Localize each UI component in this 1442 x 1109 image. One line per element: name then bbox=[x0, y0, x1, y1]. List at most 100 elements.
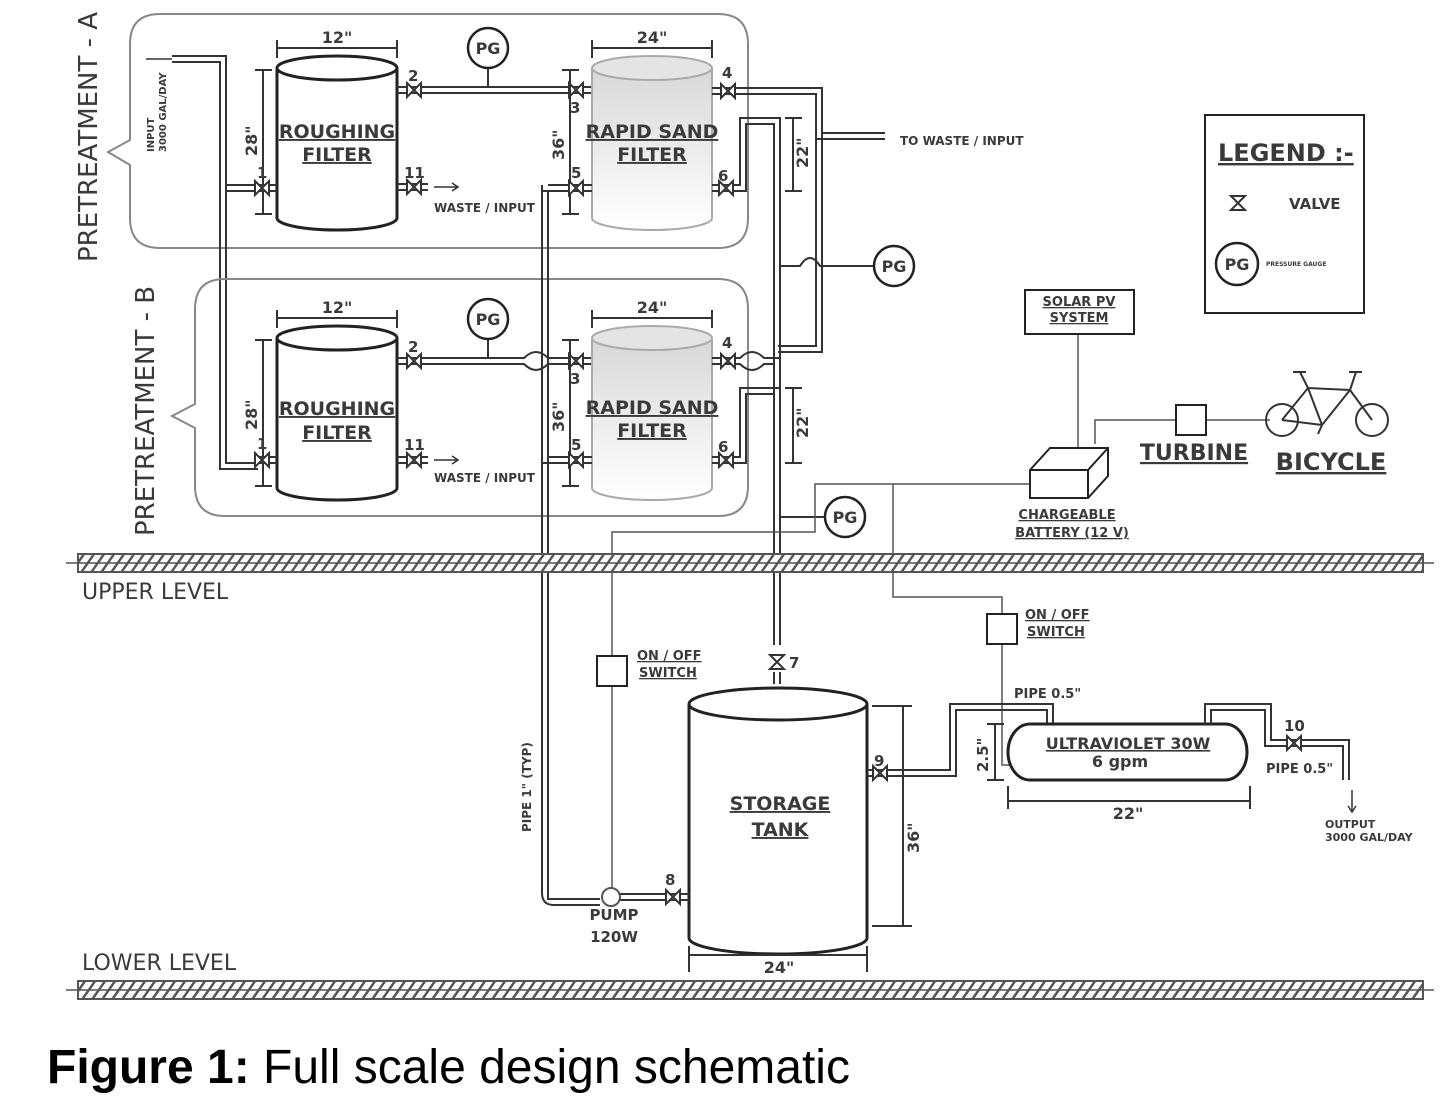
pressure-gauge-lower: PG bbox=[780, 495, 867, 539]
svg-text:11: 11 bbox=[404, 436, 425, 454]
svg-text:24": 24" bbox=[637, 298, 668, 317]
figure-caption: Figure 1: Full scale design schematic bbox=[47, 1040, 850, 1095]
svg-text:22": 22" bbox=[793, 407, 812, 438]
pump-riser-pipe bbox=[541, 185, 600, 906]
pretreatment-b-label: PRETREATMENT - B bbox=[131, 286, 161, 536]
svg-text:PIPE 0.5": PIPE 0.5" bbox=[1014, 687, 1081, 702]
svg-text:22": 22" bbox=[793, 137, 812, 168]
dim-uv-height: 2.5" bbox=[974, 723, 1004, 781]
svg-text:WASTE / INPUT: WASTE / INPUT bbox=[434, 471, 536, 485]
svg-text:UPPER LEVEL: UPPER LEVEL bbox=[82, 580, 229, 605]
storage-tank: STORAGE TANK bbox=[687, 686, 869, 956]
pretreatment-b: PRETREATMENT - B ROUGHING FILTER 12" 28"… bbox=[131, 278, 812, 536]
svg-text:CHARGEABLE: CHARGEABLE bbox=[1018, 508, 1115, 523]
svg-text:11: 11 bbox=[404, 164, 425, 182]
svg-text:2: 2 bbox=[408, 67, 418, 85]
svg-text:ROUGHING: ROUGHING bbox=[279, 121, 395, 143]
roughing-filter-b: ROUGHING FILTER bbox=[275, 324, 399, 502]
pressure-gauge-mid: PG bbox=[780, 244, 916, 288]
svg-text:3: 3 bbox=[570, 99, 580, 117]
pump: 8 PUMP 120W bbox=[589, 871, 689, 946]
svg-text:1: 1 bbox=[257, 164, 267, 182]
pretreatment-a-frame bbox=[105, 13, 749, 249]
svg-text:BICYCLE: BICYCLE bbox=[1276, 448, 1387, 476]
svg-text:WASTE / INPUT: WASTE / INPUT bbox=[434, 201, 536, 215]
svg-text:TO WASTE / INPUT: TO WASTE / INPUT bbox=[900, 134, 1024, 148]
pressure-gauge-b bbox=[466, 297, 510, 341]
dim-roughing-a-width: 12" bbox=[276, 28, 398, 58]
dim-storage-width: 24" bbox=[688, 946, 868, 977]
svg-text:28": 28" bbox=[242, 399, 261, 430]
svg-text:120W: 120W bbox=[590, 928, 638, 946]
figure-caption-text: Full scale design schematic bbox=[249, 1041, 850, 1094]
lower-level-ground: LOWER LEVEL bbox=[66, 951, 1434, 1000]
pressure-gauge-a bbox=[466, 26, 510, 70]
svg-text:4: 4 bbox=[722, 334, 732, 352]
svg-text:SOLAR PV: SOLAR PV bbox=[1043, 295, 1116, 310]
svg-text:2.5": 2.5" bbox=[974, 738, 992, 772]
svg-text:1: 1 bbox=[257, 435, 267, 453]
ultraviolet-unit: ULTRAVIOLET 30W 6 gpm bbox=[1006, 722, 1249, 782]
svg-text:6: 6 bbox=[718, 438, 728, 456]
svg-text:7: 7 bbox=[789, 654, 799, 672]
svg-text:24": 24" bbox=[637, 28, 668, 47]
svg-text:ROUGHING: ROUGHING bbox=[279, 398, 395, 420]
legend: LEGEND :- VALVE PG PRESSURE GAUGE bbox=[1204, 114, 1365, 314]
svg-text:6: 6 bbox=[718, 167, 728, 185]
input-pipe bbox=[172, 55, 258, 470]
svg-text:LOWER LEVEL: LOWER LEVEL bbox=[82, 951, 237, 976]
svg-text:10: 10 bbox=[1284, 717, 1305, 735]
svg-text:22": 22" bbox=[1113, 804, 1144, 823]
svg-text:9: 9 bbox=[874, 752, 884, 770]
svg-text:TURBINE: TURBINE bbox=[1140, 441, 1248, 466]
svg-text:2: 2 bbox=[408, 338, 418, 356]
svg-text:OUTPUT: OUTPUT bbox=[1325, 818, 1376, 831]
rapid-sand-filter-a: RAPID SAND FILTER bbox=[586, 55, 719, 231]
svg-text:PIPE 0.5": PIPE 0.5" bbox=[1266, 762, 1333, 777]
svg-text:FILTER: FILTER bbox=[302, 144, 372, 166]
solar-pv-system: SOLAR PV SYSTEM bbox=[1024, 289, 1135, 335]
dim-rsf-a-outlet: 22" bbox=[785, 117, 812, 192]
dim-storage-height: 36" bbox=[872, 705, 923, 927]
svg-text:ULTRAVIOLET 30W: ULTRAVIOLET 30W bbox=[1046, 734, 1211, 753]
turbine: TURBINE bbox=[1140, 404, 1248, 466]
uv-on-off-switch[interactable]: ON / OFF SWITCH bbox=[986, 608, 1090, 645]
svg-text:RAPID SAND: RAPID SAND bbox=[586, 397, 719, 419]
svg-text:BATTERY (12 V): BATTERY (12 V) bbox=[1015, 526, 1129, 541]
dim-roughing-b-width: 12" bbox=[276, 298, 398, 328]
svg-text:PG: PG bbox=[1225, 255, 1250, 274]
svg-text:RAPID SAND: RAPID SAND bbox=[586, 121, 719, 143]
pretreatment-b-frame bbox=[169, 278, 749, 517]
svg-text:4: 4 bbox=[722, 64, 732, 82]
pretreatment-a: PRETREATMENT - A INPUT3000 GAL/DAY ROUGH… bbox=[74, 12, 1024, 645]
svg-text:PUMP: PUMP bbox=[589, 906, 638, 924]
svg-text:36": 36" bbox=[549, 129, 568, 160]
svg-text:ON / OFF: ON / OFF bbox=[1025, 608, 1090, 623]
svg-text:3000 GAL/DAY: 3000 GAL/DAY bbox=[1325, 831, 1414, 844]
pipe-typ-label: PIPE 1" (TYP) bbox=[520, 742, 534, 832]
svg-text:TANK: TANK bbox=[752, 819, 810, 841]
svg-text:PRESSURE GAUGE: PRESSURE GAUGE bbox=[1266, 261, 1326, 268]
pump-on-off-switch[interactable]: ON / OFF SWITCH bbox=[596, 649, 702, 687]
svg-text:FILTER: FILTER bbox=[617, 144, 687, 166]
dim-uv-width: 22" bbox=[1007, 786, 1251, 823]
upper-level-ground: UPPER LEVEL bbox=[66, 553, 1434, 605]
svg-text:PG: PG bbox=[882, 257, 907, 276]
rapid-sand-filter-b: RAPID SAND FILTER bbox=[586, 325, 719, 501]
svg-text:FILTER: FILTER bbox=[617, 420, 687, 442]
svg-text:3: 3 bbox=[570, 370, 580, 388]
input-label: INPUT3000 GAL/DAY bbox=[146, 72, 169, 152]
svg-text:PG: PG bbox=[833, 508, 858, 527]
dim-rsf-b-width: 24" bbox=[591, 298, 713, 328]
svg-text:12": 12" bbox=[322, 28, 353, 47]
svg-text:VALVE: VALVE bbox=[1289, 195, 1341, 213]
pressure-gauge-icon bbox=[1214, 241, 1260, 287]
roughing-filter-a: ROUGHING FILTER bbox=[275, 54, 399, 232]
svg-text:ON / OFF: ON / OFF bbox=[637, 649, 702, 664]
svg-text:STORAGE: STORAGE bbox=[730, 793, 831, 815]
pretreatment-a-label: PRETREATMENT - A bbox=[74, 12, 104, 262]
svg-text:FILTER: FILTER bbox=[302, 422, 372, 444]
bicycle: BICYCLE bbox=[1265, 371, 1389, 476]
svg-text:SYSTEM: SYSTEM bbox=[1050, 311, 1109, 326]
svg-text:12": 12" bbox=[322, 298, 353, 317]
